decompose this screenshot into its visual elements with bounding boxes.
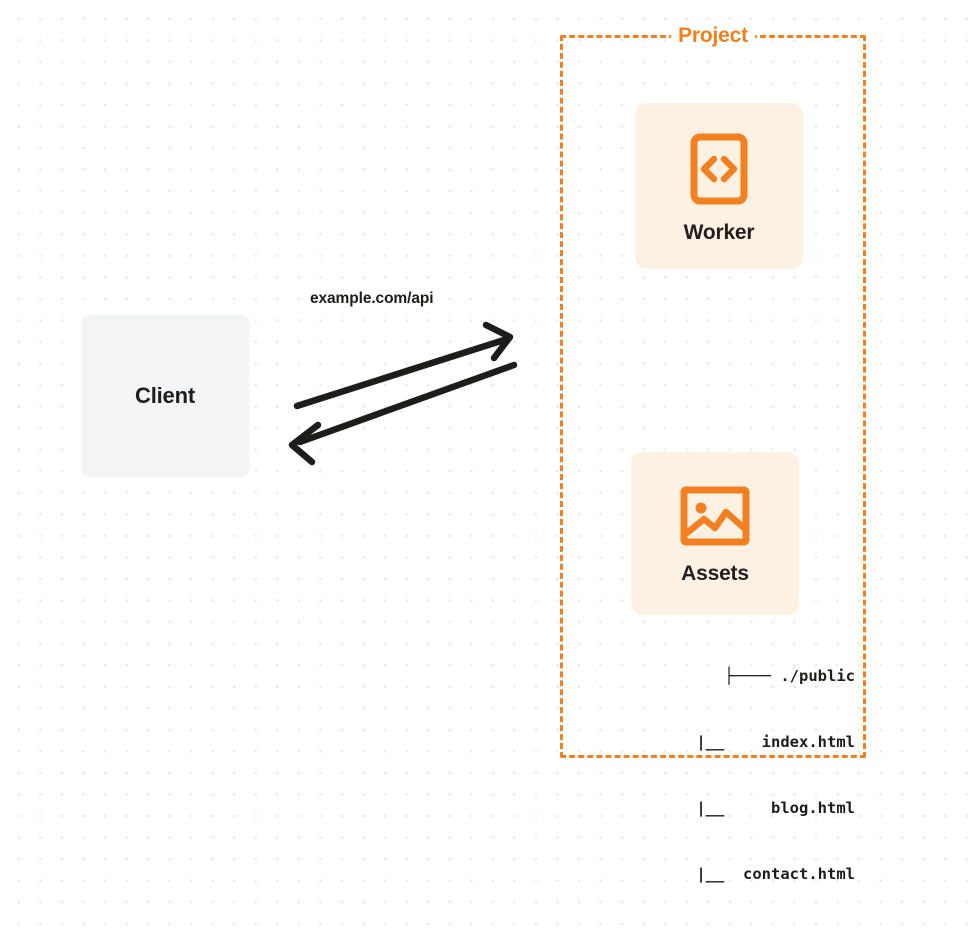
assets-card-label: Assets [681, 561, 749, 585]
file-tree-row: |__ contact.html [668, 865, 855, 883]
file-tree-row: ├──── ./public [724, 667, 855, 685]
file-tree: ├──── ./public |__ index.html |__ blog.h… [610, 621, 855, 929]
assets-card[interactable]: Assets [631, 452, 799, 615]
project-group-title: Project [671, 24, 755, 48]
client-node-label: Client [135, 383, 195, 408]
request-arrow-icon [293, 321, 514, 410]
worker-card-label: Worker [683, 221, 755, 244]
project-group: Project Worker Assets [560, 24, 866, 883]
file-tree-row: |__ index.html [668, 733, 855, 751]
code-brackets-icon [690, 133, 748, 205]
client-node[interactable]: Client [81, 315, 249, 477]
image-icon [680, 486, 750, 546]
connector-label: example.com/api [310, 290, 434, 307]
diagram-canvas: Client example.com/api Project [81, 24, 866, 883]
response-arrow-icon [288, 361, 518, 466]
worker-card[interactable]: Worker [635, 103, 803, 269]
file-tree-row: |__ blog.html [668, 799, 855, 817]
connector-arrows [288, 321, 518, 466]
